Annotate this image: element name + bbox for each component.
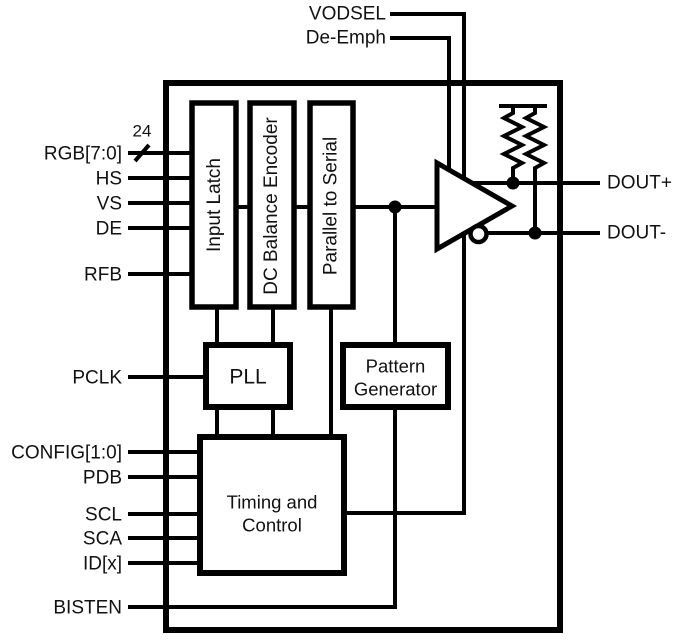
pin-label-deemph: De-Emph [306,28,386,49]
pin-label-vodsel: VODSEL [309,4,386,25]
pin-label-vs: VS [97,194,122,215]
bus-width-label: 24 [133,122,152,141]
pin-label-dout-minus: DOUT- [607,223,666,244]
pattern-generator-label-line2: Generator [354,379,437,400]
pll-label: PLL [229,366,266,389]
pll-box [203,342,293,410]
pin-label-de: DE [96,219,122,240]
timing-control-label-line2: Control [242,515,302,536]
pattern-generator-label-line1: Pattern [366,356,426,377]
pin-label-config: CONFIG[1:0] [11,443,122,464]
pin-label-scl: SCL [85,505,122,526]
pattern-generator-box [340,342,451,410]
pin-label-pclk: PCLK [72,368,122,389]
timing-control-label-line1: Timing and [227,492,318,513]
termination-resistor-left-icon [499,106,527,183]
bus-slash-icon [133,143,151,163]
parallel-to-serial-box [307,100,356,310]
dc-balance-encoder-label: DC Balance Encoder [261,117,282,295]
pin-label-pdb: PDB [83,468,122,489]
junction-dot [528,226,542,240]
pin-label-hs: HS [96,169,122,190]
pin-label-rfb: RFB [84,265,122,286]
wire-vodsel [344,12,466,515]
input-latch-box [189,100,239,310]
termination-resistor-right-icon [521,106,549,233]
dc-balance-encoder-box [247,100,297,310]
timing-control-box [197,434,347,576]
parallel-to-serial-label: Parallel to Serial [321,137,342,275]
junction-dot [506,176,520,190]
inverting-bubble-icon [468,223,489,245]
wire-bisten [128,407,397,609]
wires [128,12,600,609]
pin-label-bisten: BISTEN [53,598,122,619]
pin-label-dout-plus: DOUT+ [607,173,672,194]
pin-label-id: ID[x] [83,554,122,575]
pin-label-sca: SCA [83,529,122,550]
input-latch-label: Input Latch [204,158,225,252]
wire-deemph [390,36,451,178]
junction-dot [388,200,402,214]
pin-label-rgb: RGB[7:0] [44,144,122,165]
